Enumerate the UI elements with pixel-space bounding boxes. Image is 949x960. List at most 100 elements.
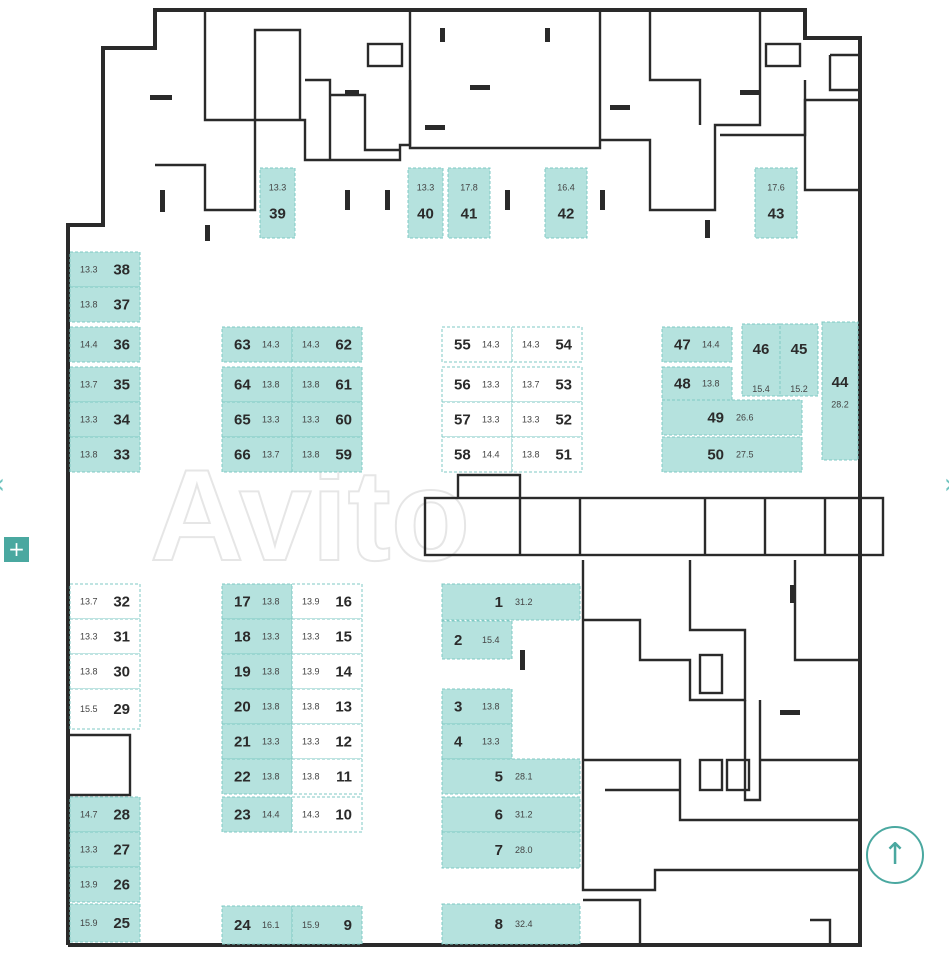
parking-spot-23[interactable]: 14.423 [221,796,293,833]
parking-spot-22[interactable]: 13.822 [221,758,293,795]
parking-spot-20[interactable]: 13.820 [221,688,293,725]
spot-number: 4 [454,734,463,751]
parking-spot-4[interactable]: 13.34 [441,723,513,760]
parking-spot-42[interactable]: 16.442 [544,167,588,239]
parking-spot-19[interactable]: 13.819 [221,653,293,690]
spot-number: 18 [234,629,251,646]
spot-number: 34 [113,412,130,429]
parking-spot-66[interactable]: 13.766 [221,436,293,473]
parking-spot-2[interactable]: 15.42 [441,620,513,660]
spot-outline [221,796,293,833]
parking-spot-24[interactable]: 16.124 [221,905,293,945]
parking-spot-8[interactable]: 32.48 [441,903,581,945]
spot-number: 8 [495,916,503,933]
parking-spot-39[interactable]: 13.339 [259,167,296,239]
spot-number: 59 [335,447,352,464]
spot-number: 66 [234,447,251,464]
chevron-right-icon[interactable]: › [944,470,949,498]
parking-spot-1[interactable]: 31.21 [441,583,581,621]
parking-spot-56[interactable]: 13.356 [441,366,513,403]
spot-outline [221,758,293,795]
parking-spot-58[interactable]: 14.458 [441,436,513,473]
scroll-up-button[interactable]: ↑ [866,826,924,884]
spot-number: 64 [234,377,251,394]
spot-area: 15.9 [302,920,320,930]
spot-number: 16 [335,594,352,611]
zoom-in-button[interactable]: + [4,537,29,562]
parking-spot-18[interactable]: 13.318 [221,618,293,655]
spot-outline [661,326,733,363]
parking-spot-45[interactable]: 15.245 [779,323,819,397]
spot-area: 13.8 [262,702,280,712]
parking-spot-63[interactable]: 14.363 [221,326,293,363]
spot-area: 16.4 [557,182,575,192]
spot-area: 13.3 [482,380,500,390]
parking-spot-3[interactable]: 13.83 [441,688,513,725]
parking-spot-46[interactable]: 15.446 [741,323,781,397]
parking-spot-40[interactable]: 13.340 [407,167,444,239]
spot-outline [69,326,141,363]
parking-spot-43[interactable]: 17.643 [754,167,798,239]
spot-outline [741,323,781,397]
parking-spot-44[interactable]: 28.244 [821,321,859,461]
parking-spot-65[interactable]: 13.365 [221,401,293,438]
spot-outline [821,321,859,461]
spot-number: 22 [234,769,251,786]
spot-outline [69,583,141,620]
spot-number: 30 [113,664,130,681]
spot-number: 9 [344,917,352,934]
parking-spot-41[interactable]: 17.841 [447,167,491,239]
parking-spot-57[interactable]: 13.357 [441,401,513,438]
spot-outline [221,723,293,760]
parking-spot-5[interactable]: 28.15 [441,758,581,795]
parking-spot-48[interactable]: 13.848 [661,366,733,401]
spot-outline [511,326,583,363]
parking-spot-6[interactable]: 31.26 [441,796,581,833]
spot-number: 27 [113,842,130,859]
parking-spot-7[interactable]: 28.07 [441,831,581,869]
chevron-left-icon[interactable]: ‹ [0,470,5,498]
parking-spot-21[interactable]: 13.321 [221,723,293,760]
parking-spot-55[interactable]: 14.355 [441,326,513,363]
parking-spot-17[interactable]: 13.817 [221,583,293,620]
spot-area: 13.3 [482,737,500,747]
walls [66,8,885,947]
parking-spot-47[interactable]: 14.447 [661,326,733,363]
spot-outline [221,618,293,655]
parking-spot-50[interactable]: 27.550 [661,436,803,473]
parking-spot-64[interactable]: 13.864 [221,366,293,403]
spot-outline [221,366,293,403]
parking-spot-49[interactable]: 26.649 [661,399,803,436]
spot-outline [441,831,581,869]
